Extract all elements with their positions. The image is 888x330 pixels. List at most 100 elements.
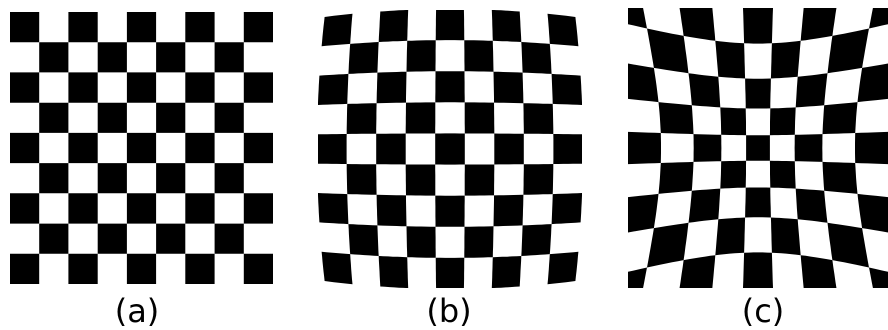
checker-square [347,103,377,134]
checker-square [523,103,553,134]
checker-square [828,223,870,268]
checker-square [720,107,746,135]
checker-square [215,163,244,193]
caption-a: (a) [115,292,160,330]
checker-square [98,224,127,254]
checker-square [406,102,436,133]
checker-square [436,258,465,289]
checker-square [347,164,377,195]
checker-square [127,193,156,223]
checker-square [743,252,773,295]
checker-square [98,103,127,133]
checker-square [823,162,858,194]
checker-square [156,224,185,254]
checker-square [771,41,801,79]
checker-square [215,42,244,72]
checker-square [770,161,796,189]
checker-square [406,165,436,196]
checker-square [127,12,156,42]
checker-square [801,255,839,305]
checker-square [689,189,721,223]
checker-square [465,165,495,196]
checker-square [464,40,493,71]
checker-square [68,133,97,163]
checker-square [494,134,524,165]
checker-square [317,134,347,164]
checker-square [612,194,658,235]
checker-square [377,195,407,227]
panel-a [10,12,273,284]
checker-square [318,193,349,224]
checker-square [548,14,579,47]
checker-square [492,256,522,288]
checker-square [348,42,378,74]
checker-square [869,0,888,29]
checker-square [659,102,694,134]
checker-square [185,254,214,284]
checker-square [407,40,436,71]
panel-c [592,0,888,327]
checker-square [435,133,465,164]
caption-c: (c) [742,292,785,330]
caption-b: (b) [426,292,471,330]
checker-square [521,42,551,74]
checker-square [244,133,273,163]
checker-square [435,71,464,102]
checker-square [10,72,39,102]
checker-square [647,29,689,74]
checker-square [823,102,858,134]
checker-square [715,41,745,79]
checker-square [185,193,214,223]
checker-square [10,193,39,223]
checker-square [771,218,801,256]
checker-square [127,133,156,163]
checker-square [244,193,273,223]
checker-square [523,164,553,195]
checker-square [494,72,524,104]
checker-square [127,254,156,284]
checker-square [322,252,353,285]
checker-square [677,255,715,305]
checker-square [720,161,746,189]
checker-square [127,72,156,102]
checker-square [492,10,522,42]
checker-square [869,268,888,328]
checker-square [494,195,524,227]
checker-square [743,1,773,44]
checker-square [407,226,436,257]
checker-square [244,12,273,42]
checker-square [592,268,647,328]
panel-b [317,9,583,289]
checker-square [244,72,273,102]
checker-square [39,163,68,193]
checker-square [828,29,870,74]
checker-square [694,134,722,162]
checker-square [379,10,409,42]
checker-square [10,133,39,163]
checker-square [322,14,353,47]
checker-square [435,196,464,227]
checker-square [465,102,495,133]
checker-square [746,135,770,161]
checker-square [376,134,406,165]
checker-square [553,134,583,164]
checker-square [68,254,97,284]
checker-square [156,103,185,133]
checker-square [552,193,583,224]
checker-square [39,224,68,254]
checker-square [318,74,349,105]
checker-square [98,163,127,193]
checker-square [621,132,661,165]
checker-square [795,134,823,162]
checker-square [464,226,493,257]
checker-square [745,188,771,218]
checker-square [745,79,771,109]
checker-square [244,254,273,284]
checker-square [98,42,127,72]
checker-square [715,218,745,256]
checker-square [68,72,97,102]
checker-square [156,42,185,72]
checker-square [801,0,839,41]
checker-square [215,103,244,133]
